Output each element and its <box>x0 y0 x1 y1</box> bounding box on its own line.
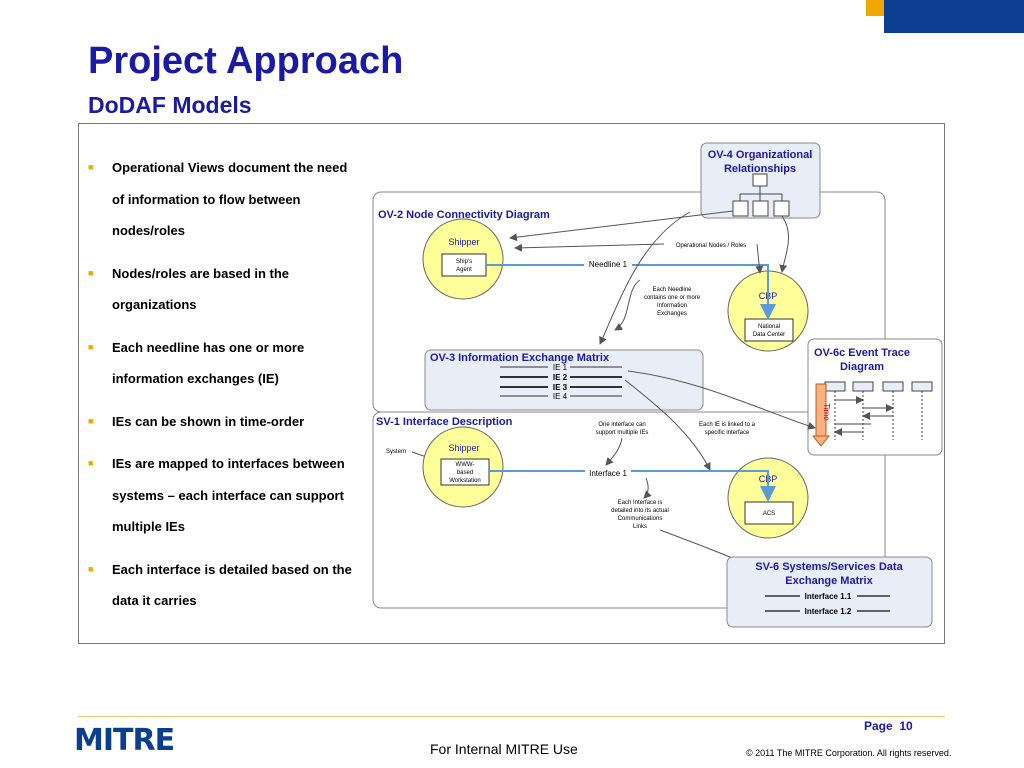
note-one-interface-line2: support multiple IEs <box>596 430 649 436</box>
ov3-row-ie4: IE 4 <box>553 392 568 401</box>
needline-note-line3: Information <box>657 303 687 309</box>
bullet-item: Nodes/roles are based in the organizatio… <box>88 258 360 321</box>
time-label: Time <box>822 403 831 421</box>
www-line2: based <box>457 470 473 476</box>
interface-label: Interface 1 <box>589 469 627 478</box>
copyright-notice: © 2011 The MITRE Corporation. All rights… <box>746 748 952 758</box>
needline-note-line1: Each Needline <box>652 287 692 293</box>
ov4-title-line2: Relationships <box>724 163 796 175</box>
content-frame <box>78 123 945 644</box>
note-one-interface-arrow <box>605 437 623 466</box>
needline-note-line2: contains one or more <box>644 295 701 301</box>
ov3-row-ie3: IE 3 <box>553 383 568 392</box>
ov2-shipper-label: Shipper <box>448 237 479 247</box>
org-chart-icon <box>732 173 790 217</box>
bullet-item: Operational Views document the need of i… <box>88 152 360 247</box>
needline-label-bg <box>584 259 632 270</box>
op-nodes-label: Operational Nodes / Roles <box>676 243 746 249</box>
bullet-item: Each interface is detailed based on the … <box>88 554 360 617</box>
ships-agent-line1: Ship's <box>456 259 472 265</box>
page-number-value: 10 <box>899 719 913 733</box>
event-trace-icon <box>811 381 933 447</box>
op-nodes-arrow-right <box>755 243 764 274</box>
system-label: System <box>386 449 406 455</box>
acs-box <box>744 501 794 525</box>
ships-agent-line2: Agent <box>456 267 472 273</box>
ndc-line2: Data Center <box>753 332 785 338</box>
sv6-panel <box>726 556 933 628</box>
op-nodes-arrow-left <box>514 243 665 252</box>
ov4-to-shipper-arrow <box>509 210 734 242</box>
interface-label-bg <box>585 465 631 476</box>
sv6-title-line2: Exchange Matrix <box>785 575 873 587</box>
corner-accent-blue <box>884 0 1024 33</box>
page-title: Project Approach <box>88 40 404 82</box>
ov3-to-sv1-arrow <box>624 379 711 471</box>
ov6c-panel <box>807 338 943 456</box>
ov3-title: OV-3 Information Exchange Matrix <box>430 352 610 364</box>
footer-classification: For Internal MITRE Use <box>430 741 578 757</box>
bullet-item: IEs can be shown in time-order <box>88 406 360 438</box>
footer-divider <box>78 716 945 717</box>
page-subtitle: DoDAF Models <box>88 92 252 118</box>
www-line3: Workstation <box>449 478 481 484</box>
bullet-item: IEs are mapped to interfaces between sys… <box>88 448 360 543</box>
sv6-title-line1: SV-6 Systems/Services Data <box>755 561 903 573</box>
note-one-interface-line1: One interface can <box>598 422 645 428</box>
ov4-to-cbp-arrow <box>779 215 790 273</box>
ov3-matrix-lines <box>500 366 622 397</box>
ov4-to-ov3-arrow <box>599 211 691 345</box>
note-each-interface-up-arrow <box>643 477 652 499</box>
www-workstation-box <box>440 458 490 486</box>
ov3-row-ie2: IE 2 <box>553 373 568 382</box>
note-each-ie-line1: Each IE is linked to a <box>699 422 756 428</box>
interface-connector <box>489 470 776 502</box>
note-each-interface-line4: Links <box>633 524 647 530</box>
note-each-interface-line3: Communications <box>618 516 663 522</box>
needline-label: Needline 1 <box>589 260 628 269</box>
needline-note-arrow <box>614 279 641 331</box>
sv1-title: SV-1 Interface Description <box>376 416 513 428</box>
www-line1: WWW- <box>456 462 475 468</box>
ndc-line1: National <box>758 324 780 330</box>
page-label: Page <box>864 719 893 733</box>
bullet-item: Each needline has one or more informatio… <box>88 332 360 395</box>
ov6c-title-line2: Diagram <box>840 361 884 373</box>
ov2-title: OV-2 Node Connectivity Diagram <box>378 209 550 221</box>
ov3-row-ie1: IE 1 <box>553 363 568 372</box>
note-each-ie-line2: specific interface <box>705 430 750 436</box>
bullet-list: Operational Views document the need of i… <box>88 152 360 628</box>
ov3-to-ov6c-arrow <box>627 370 816 430</box>
sv6-row-1: Interface 1.1 <box>805 592 852 601</box>
corner-accent-gold <box>866 0 884 16</box>
sv6-row-2: Interface 1.2 <box>805 607 852 616</box>
sv1-shipper-label: Shipper <box>448 443 479 453</box>
note-each-interface-line1: Each Interface is <box>618 500 663 506</box>
needline-note-line4: Exchanges <box>657 311 687 317</box>
mitre-logo: MITRE <box>74 723 175 758</box>
ov3-panel <box>424 349 704 411</box>
ov6c-title-line1: OV-6c Event Trace <box>814 347 910 359</box>
needline-connector <box>486 264 776 320</box>
sv6-matrix-lines <box>765 595 890 612</box>
note-each-interface-line2: detailed into its actual <box>611 508 669 514</box>
page-number: Page 10 <box>864 719 913 733</box>
ov4-title-line1: OV-4 Organizational <box>708 149 813 161</box>
acs-label: ACS <box>763 511 775 517</box>
